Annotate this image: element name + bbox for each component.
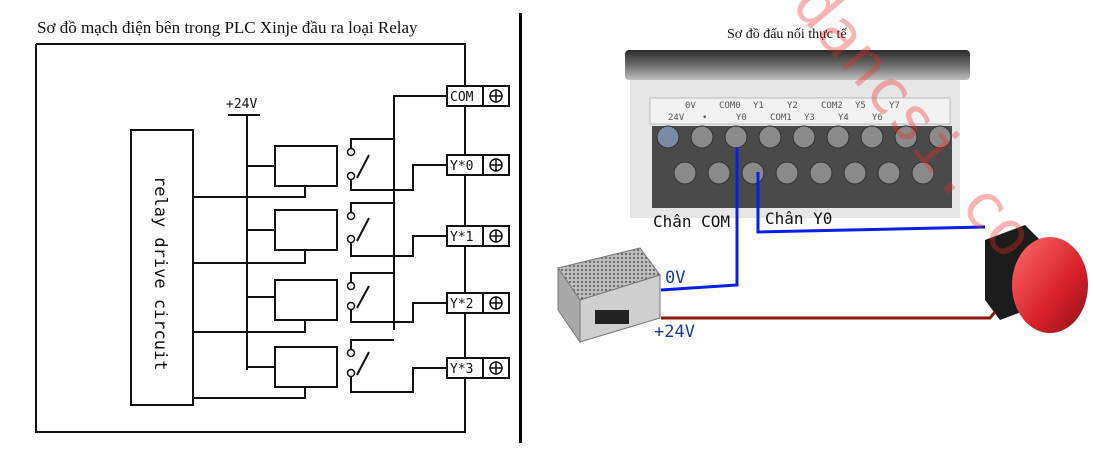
screw-icon xyxy=(707,161,731,185)
screw-icon xyxy=(741,161,765,185)
indicator-lamp xyxy=(985,225,1088,333)
terminal-4: Y*3 xyxy=(446,357,510,379)
screw-icon xyxy=(843,161,867,185)
screw-terminal-icon xyxy=(489,158,503,172)
y3-wire xyxy=(394,367,447,393)
y0-wire-real xyxy=(756,172,986,234)
left-diagram-title: Sơ đồ mạch điện bên trong PLC Xinje đầu … xyxy=(37,18,418,37)
screw-icon xyxy=(860,125,884,149)
terminal-3: Y*2 xyxy=(446,292,510,314)
right-diagram-title: Sơ đồ đấu nối thực tế xyxy=(727,27,847,42)
panel-divider xyxy=(519,13,522,443)
terminal-label-bottom: 24V xyxy=(668,113,685,123)
y0-pin-label: Chân Y0 xyxy=(765,209,832,228)
terminal-label-top: Y2 xyxy=(787,101,798,111)
terminal-label-top: COM0 xyxy=(719,101,741,111)
terminal-1: Y*0 xyxy=(446,154,510,176)
screw-icon xyxy=(758,125,782,149)
switch-contacts xyxy=(346,147,356,378)
terminal-label-bottom: Y4 xyxy=(838,113,849,123)
screw-icon xyxy=(928,125,952,149)
plus24-label: +24V xyxy=(654,322,695,342)
screw-icon xyxy=(724,125,748,149)
terminal-label-top: Y7 xyxy=(889,101,900,111)
terminal-label-bottom: Y6 xyxy=(872,113,883,123)
screw-terminal-icon xyxy=(489,89,503,103)
terminal-label-bottom: Y0 xyxy=(736,113,747,123)
screw-icon xyxy=(809,161,833,185)
relay-1 xyxy=(193,138,394,198)
com-bus xyxy=(393,95,447,330)
relay-2 xyxy=(193,202,394,264)
screw-icon xyxy=(894,125,918,149)
screw-icon xyxy=(911,161,935,185)
com-pin-label: Chân COM xyxy=(653,212,730,231)
com-wire xyxy=(660,147,739,292)
drive-block-label: relay drive circuit xyxy=(150,176,170,370)
terminal-label-top: COM2 xyxy=(821,101,843,111)
terminal-label: Y*0 xyxy=(450,159,473,174)
wiring-diagram: 0V COM0 Y1 Y2 COM2 Y5 Y7 24V • Y0 COM1 Y3 Y4 Y6 Chân … xyxy=(557,0,1088,344)
y1-wire xyxy=(394,235,447,257)
screw-icon xyxy=(792,125,816,149)
terminal-label: COM xyxy=(450,90,474,105)
plc-module: 0V COM0 Y1 Y2 COM2 Y5 Y7 24V • Y0 COM1 Y3 Y4 Y6 xyxy=(625,50,970,218)
y0-wire xyxy=(394,164,447,191)
screw-icon xyxy=(673,161,697,185)
relay-drive-block xyxy=(130,129,194,406)
terminal-2: Y*1 xyxy=(446,225,510,247)
terminal-label: Y*3 xyxy=(450,362,473,377)
screw-icon xyxy=(775,161,799,185)
screw-icon xyxy=(690,125,714,149)
terminal-label-bottom: • xyxy=(702,113,707,123)
terminal-label-bottom: COM1 xyxy=(770,113,792,123)
plus24-wire xyxy=(661,311,997,320)
terminal-0: COM xyxy=(446,85,510,107)
terminal-label-top: Y1 xyxy=(753,101,764,111)
screw-terminal-icon xyxy=(489,361,503,375)
terminal-strip: COM Y*0Y*1Y*2Y*3 xyxy=(446,85,510,379)
terminal-label-top: 0V xyxy=(685,101,696,111)
y2-wire xyxy=(394,302,447,323)
screw-icon xyxy=(826,125,850,149)
terminal-label: Y*1 xyxy=(450,230,473,245)
relay-4 xyxy=(193,339,394,399)
terminal-label: Y*2 xyxy=(450,297,473,312)
terminal-label-top: Y5 xyxy=(855,101,866,111)
zero-volt-label: 0V xyxy=(665,268,685,288)
terminal-label-bottom: Y3 xyxy=(804,113,815,123)
screw-terminal-icon xyxy=(489,296,503,310)
screw-icon xyxy=(877,161,901,185)
relay-3 xyxy=(193,272,394,333)
power-supply xyxy=(557,247,661,344)
screw-icon xyxy=(656,125,680,149)
screw-terminal-icon xyxy=(489,229,503,243)
relay-schematic: COM Y*0Y*1Y*2Y*3 +24V relay drive circuit xyxy=(35,43,510,433)
supply-label: +24V xyxy=(226,97,257,112)
